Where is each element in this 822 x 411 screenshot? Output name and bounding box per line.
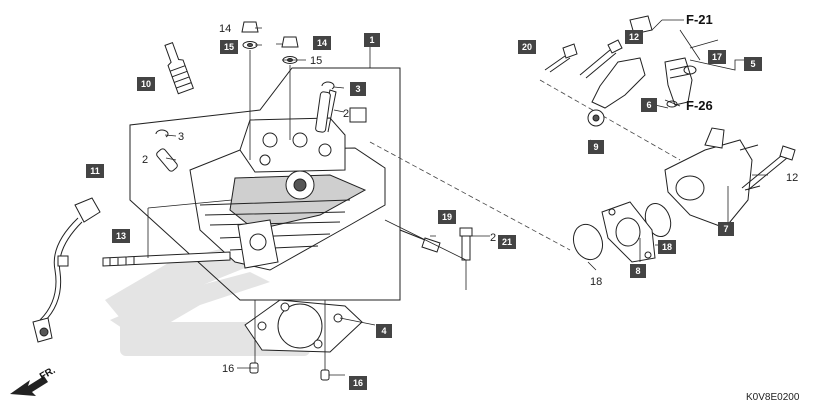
svg-text:5: 5 — [750, 59, 755, 69]
callout-12-upper: 12 — [625, 30, 643, 44]
callout-2-left: 2 — [142, 154, 148, 166]
callout-3-left: 3 — [178, 131, 184, 143]
callout-8: 8 — [630, 264, 646, 278]
callout-16: 16 — [349, 376, 367, 390]
cylinder-head — [189, 89, 386, 271]
guide-line-injector — [539, 79, 681, 161]
fuel-injector — [664, 57, 697, 108]
callout-11: 11 — [86, 164, 104, 178]
svg-text:13: 13 — [116, 231, 126, 241]
callout-2-upper: 2 — [343, 108, 349, 120]
svg-text:19: 19 — [442, 212, 452, 222]
callout-19: 19 — [438, 210, 456, 224]
dowel-pin-16-right — [320, 369, 330, 381]
callout-21: 21 — [498, 235, 516, 249]
cap-nut-left — [241, 21, 259, 49]
callout-13: 13 — [112, 229, 130, 243]
callout-2-upper-box — [349, 107, 367, 123]
callout-2-bolt: 2 — [490, 232, 496, 244]
head-gasket — [244, 299, 363, 353]
bolt-20 — [544, 43, 578, 73]
svg-text:11: 11 — [90, 166, 100, 176]
o-ring-18 — [572, 223, 604, 261]
bolt-12-upper — [579, 39, 623, 79]
callout-6: 6 — [641, 98, 657, 112]
callout-5: 5 — [744, 57, 762, 71]
spark-plug — [164, 41, 194, 95]
svg-text:3: 3 — [355, 84, 360, 94]
callout-4: 4 — [376, 324, 392, 338]
front-direction-arrow: FR. — [10, 365, 58, 396]
reference-f26-arrow — [664, 99, 681, 107]
dowel-pin-upper — [315, 91, 331, 133]
callout-17: 17 — [708, 50, 726, 64]
reference-f21: F-21 — [686, 12, 713, 27]
callout-10: 10 — [137, 77, 155, 91]
bolt-21 — [459, 227, 473, 261]
svg-text:FR.: FR. — [38, 365, 58, 383]
intake-pipe — [664, 127, 761, 229]
callout-3-upper: 3 — [350, 82, 366, 96]
reference-f26: F-26 — [686, 98, 713, 113]
clip-upper — [321, 81, 335, 90]
svg-text:1: 1 — [369, 35, 374, 45]
callout-20: 20 — [518, 40, 536, 54]
svg-text:12: 12 — [629, 32, 639, 42]
svg-text:4: 4 — [381, 326, 386, 336]
bolt-12-right — [741, 145, 796, 191]
callout-18: 18 — [658, 240, 676, 254]
svg-text:14: 14 — [317, 38, 327, 48]
svg-text:16: 16 — [353, 378, 363, 388]
stud-bolt — [102, 251, 231, 267]
svg-text:10: 10 — [141, 79, 151, 89]
svg-text:6: 6 — [646, 100, 651, 110]
injector-joint — [587, 15, 653, 127]
diagram-code: K0V8E0200 — [746, 392, 800, 403]
callout-9: 9 — [588, 140, 604, 154]
insulator — [601, 201, 656, 263]
callout-18-left: 18 — [590, 276, 602, 288]
svg-text:9: 9 — [593, 142, 598, 152]
guide-line-gasket — [369, 141, 571, 251]
temperature-sensor — [32, 197, 101, 343]
cap-nut-right — [281, 36, 299, 64]
callout-14-left: 14 — [219, 23, 231, 35]
callout-15: 15 — [220, 40, 238, 54]
svg-text:7: 7 — [723, 224, 728, 234]
callout-15-right: 15 — [310, 55, 322, 67]
svg-text:20: 20 — [522, 42, 532, 52]
callout-16-left: 16 — [222, 363, 234, 375]
svg-text:8: 8 — [635, 266, 640, 276]
clip-left — [155, 129, 169, 138]
svg-text:21: 21 — [502, 237, 512, 247]
callout-1: 1 — [364, 33, 380, 47]
callout-12-right: 12 — [786, 172, 798, 184]
bolt-19 — [399, 229, 441, 253]
callout-14: 14 — [313, 36, 331, 50]
svg-text:15: 15 — [224, 42, 234, 52]
svg-text:18: 18 — [662, 242, 672, 252]
dowel-pin-left — [156, 148, 178, 172]
reference-f21-arrow — [651, 19, 684, 31]
callout-7: 7 — [718, 222, 734, 236]
svg-text:17: 17 — [712, 52, 722, 62]
